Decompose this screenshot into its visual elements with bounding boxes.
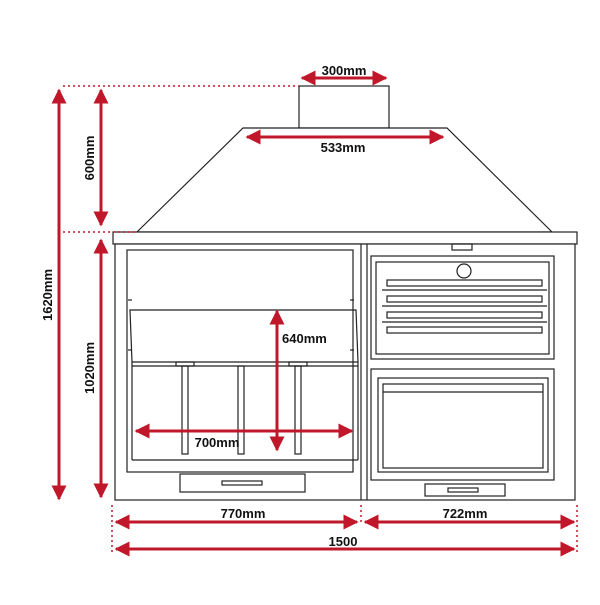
chimney: [298, 85, 390, 129]
fireplace-body: [114, 243, 576, 501]
top-slab: [112, 231, 578, 245]
label-hood-width: 533mm: [321, 140, 366, 155]
oven-tray: [386, 326, 543, 334]
label-chimney-width: 300mm: [322, 63, 367, 78]
fireplace-outline: [112, 85, 578, 501]
label-right-section-width: 722mm: [443, 506, 488, 521]
dimension-lines: [51, 70, 578, 557]
label-left-section-width: 770mm: [221, 506, 266, 521]
oven-tray: [386, 279, 543, 287]
oven-thermometer: [456, 263, 472, 279]
oven-drawer-handle: [447, 487, 479, 493]
label-total-width: 1500: [329, 534, 358, 549]
label-total-height: 1620mm: [40, 269, 55, 321]
upper-oven-door: [370, 255, 555, 360]
dimension-labels: 300mm 533mm 1620mm 600mm 1020mm 640mm 70…: [40, 63, 487, 549]
ash-drawer: [179, 473, 306, 493]
label-hood-height: 600mm: [82, 136, 97, 181]
oven-tray: [386, 295, 543, 303]
label-body-height: 1020mm: [82, 342, 97, 394]
ash-drawer-handle: [221, 480, 263, 486]
label-firebox-height: 640mm: [282, 331, 327, 346]
lower-oven-door: [370, 368, 555, 481]
oven-tray: [386, 311, 543, 319]
label-firebox-width: 700mm: [195, 435, 240, 450]
oven-section: [370, 243, 555, 497]
firebox: [126, 249, 359, 493]
oven-drawer: [424, 483, 506, 497]
